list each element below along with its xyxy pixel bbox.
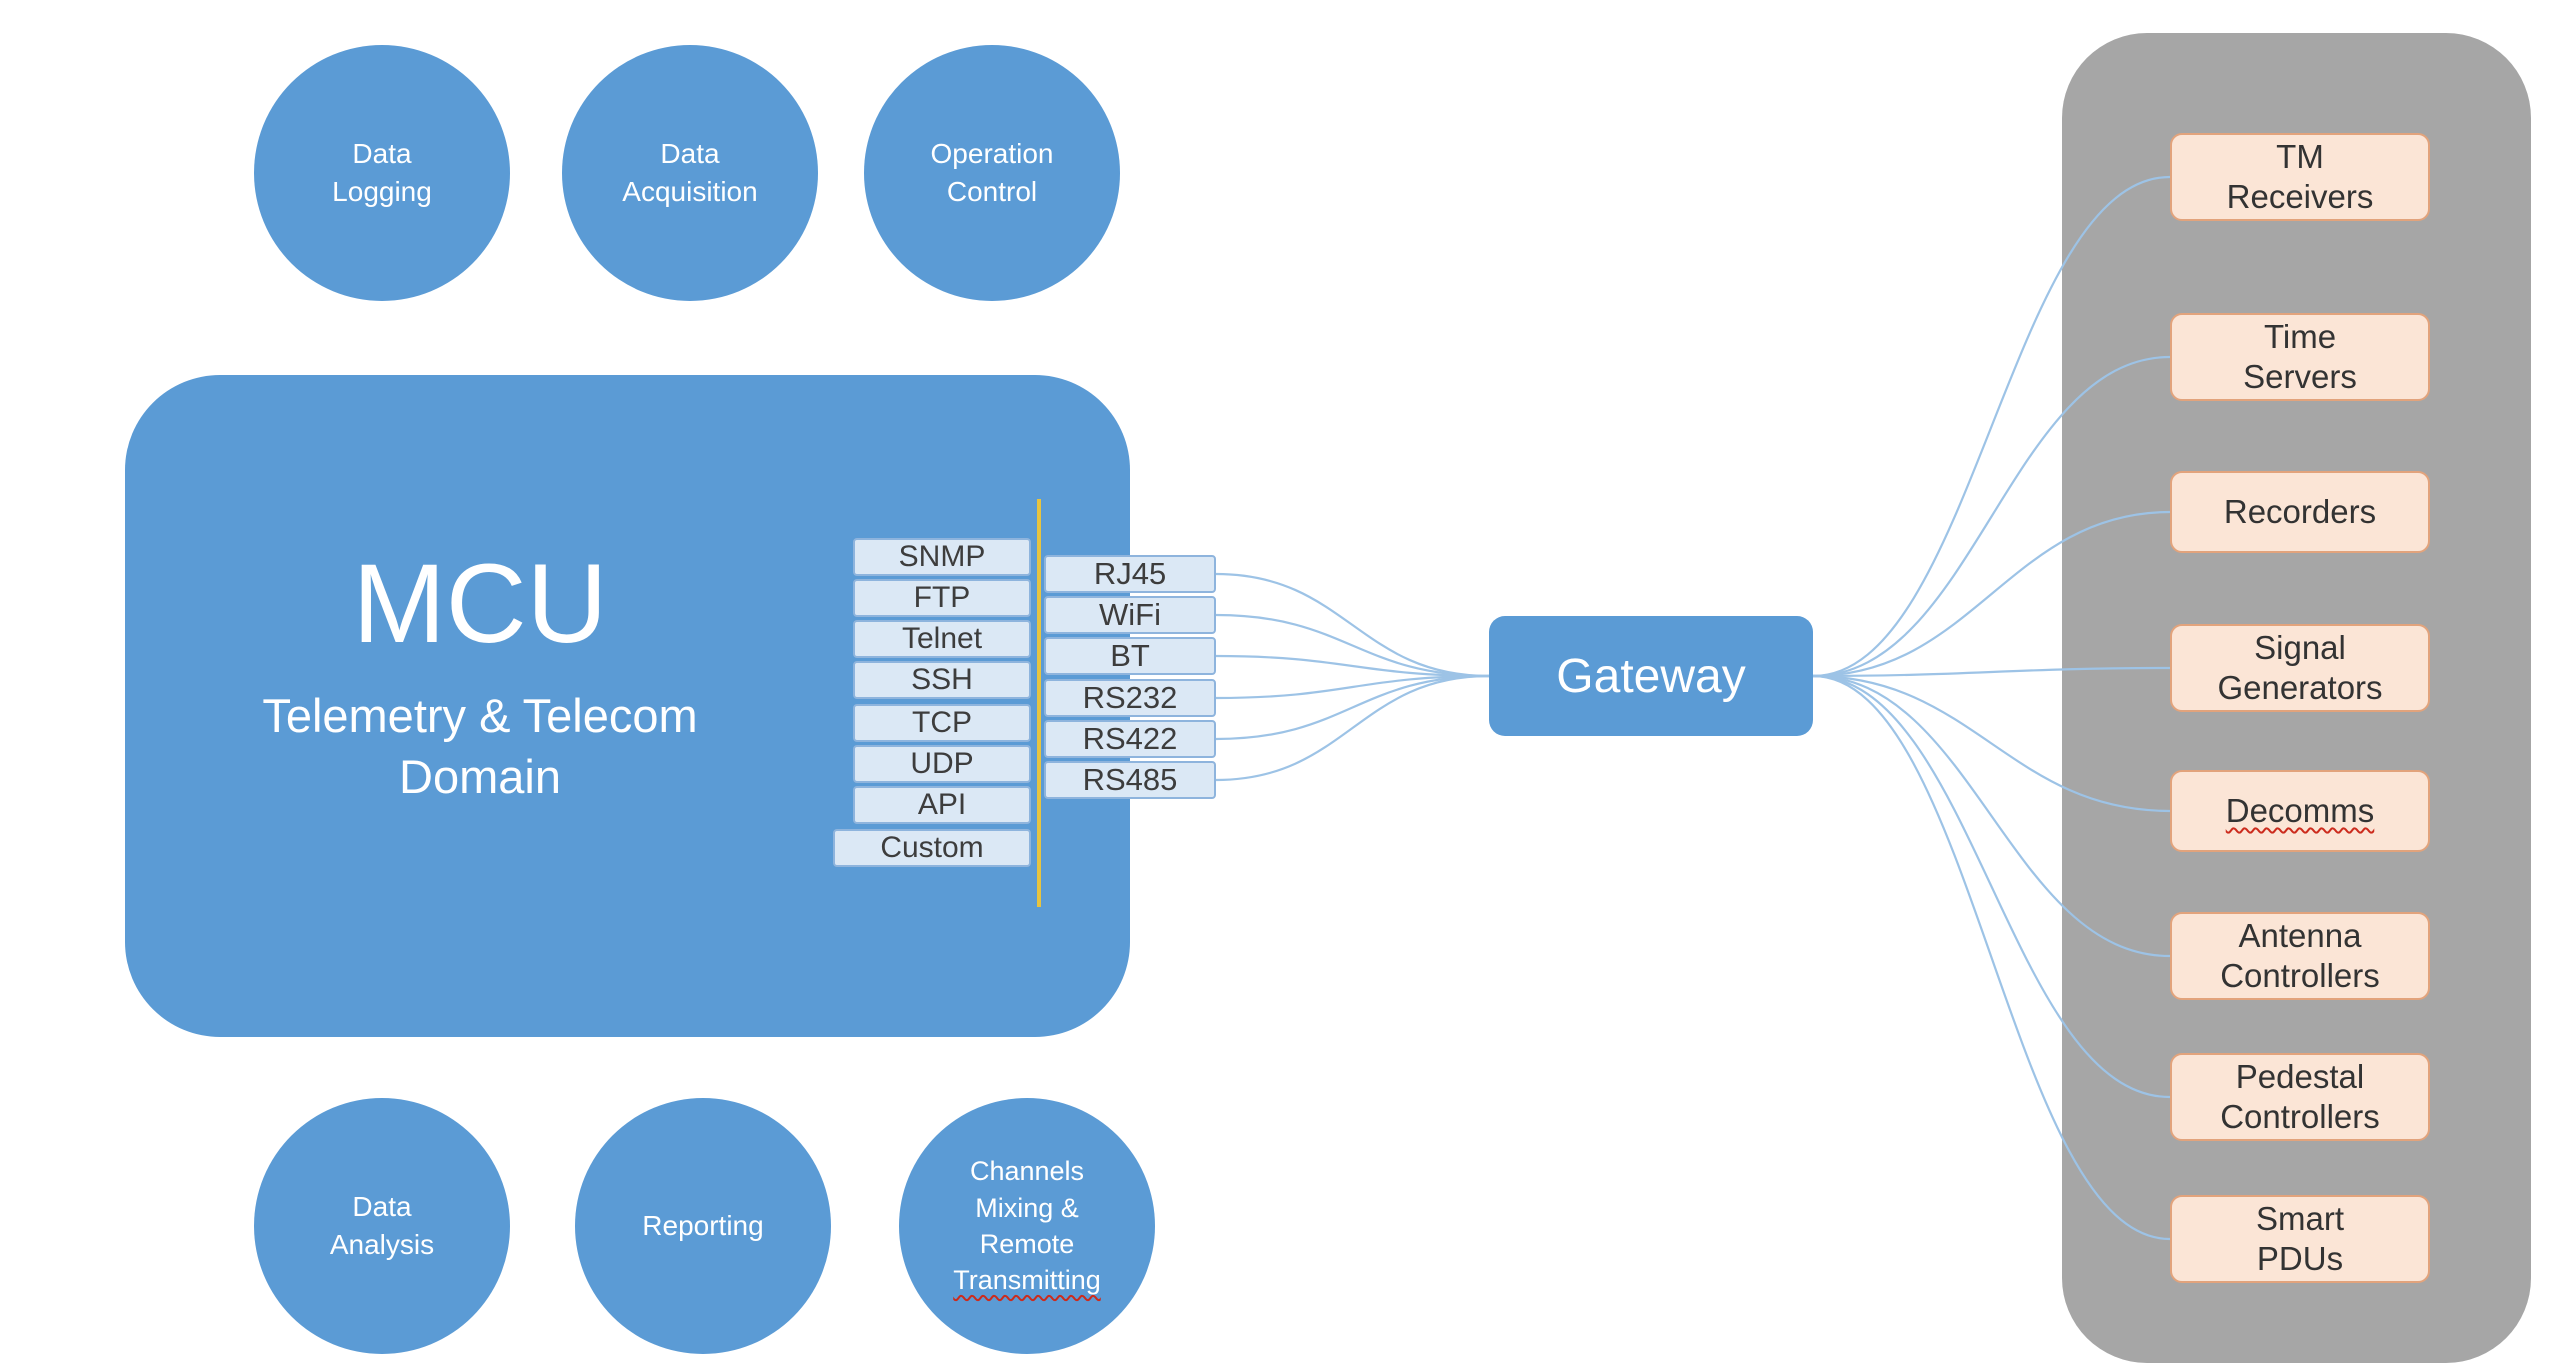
device-label-misspelled: Decomms: [2225, 791, 2375, 829]
protocol-interface-separator: [1037, 499, 1041, 907]
device-box-tm-receivers: TM Receivers: [2170, 133, 2430, 221]
mcu-title: MCU: [352, 541, 608, 666]
circle-label-group: Channels Mixing & Remote Transmitting: [953, 1153, 1101, 1299]
protocol-box-ssh: SSH: [853, 661, 1031, 699]
device-label: TM Receivers: [2226, 137, 2374, 215]
device-box-antenna-controllers: Antenna Controllers: [2170, 912, 2430, 1000]
device-label: Recorders: [2223, 492, 2377, 530]
circle-operation-control: Operation Control: [864, 45, 1120, 301]
iface-box-wifi: WiFi: [1044, 596, 1216, 634]
protocol-box-snmp: SNMP: [853, 538, 1031, 576]
device-box-pedestal-controllers: Pedestal Controllers: [2170, 1053, 2430, 1141]
iface-box-rs485: RS485: [1044, 761, 1216, 799]
device-label: Antenna Controllers: [2220, 916, 2380, 994]
iface-box-rs422: RS422: [1044, 720, 1216, 758]
circle-data-analysis: Data Analysis: [254, 1098, 510, 1354]
protocol-box-telnet: Telnet: [853, 620, 1031, 658]
mcu-subtitle: Telemetry & Telecom Domain: [262, 688, 698, 803]
gateway-label: Gateway: [1556, 649, 1746, 703]
iface-box-rs232: RS232: [1044, 679, 1216, 717]
circle-reporting: Reporting: [575, 1098, 831, 1354]
circle-data-logging: Data Logging: [254, 45, 510, 301]
device-label: Pedestal Controllers: [2220, 1057, 2380, 1135]
protocol-box-custom: Custom: [833, 829, 1031, 867]
device-label: Smart PDUs: [2255, 1199, 2344, 1277]
circle-label: Channels Mixing & Remote: [969, 1156, 1085, 1259]
circle-label: Operation Control: [930, 138, 1054, 207]
device-box-time-servers: Time Servers: [2170, 313, 2430, 401]
circle-label: Data Analysis: [329, 1191, 435, 1260]
protocol-box-api: API: [853, 786, 1031, 824]
circle-label-misspelled-word: Transmitting: [953, 1265, 1101, 1296]
mcu-text-block: MCU Telemetry & Telecom Domain: [130, 540, 830, 807]
circle-label: Reporting: [642, 1210, 764, 1242]
gateway-box: Gateway: [1489, 616, 1813, 736]
circle-label: Data Logging: [332, 138, 432, 207]
protocol-box-udp: UDP: [853, 745, 1031, 783]
protocol-box-ftp: FTP: [853, 579, 1031, 617]
iface-box-rj45: RJ45: [1044, 555, 1216, 593]
circle-data-acquisition: Data Acquisition: [562, 45, 818, 301]
device-box-smart-pdus: Smart PDUs: [2170, 1195, 2430, 1283]
circle-label: Data Acquisition: [622, 138, 758, 207]
device-box-recorders: Recorders: [2170, 471, 2430, 553]
device-box-decomms: Decomms: [2170, 770, 2430, 852]
protocol-box-tcp: TCP: [853, 704, 1031, 742]
device-label: Signal Generators: [2217, 628, 2383, 706]
device-box-signal-generators: Signal Generators: [2170, 624, 2430, 712]
iface-box-bt: BT: [1044, 637, 1216, 675]
circle-channels-mixing: Channels Mixing & Remote Transmitting: [899, 1098, 1155, 1354]
device-label: Time Servers: [2243, 317, 2357, 395]
